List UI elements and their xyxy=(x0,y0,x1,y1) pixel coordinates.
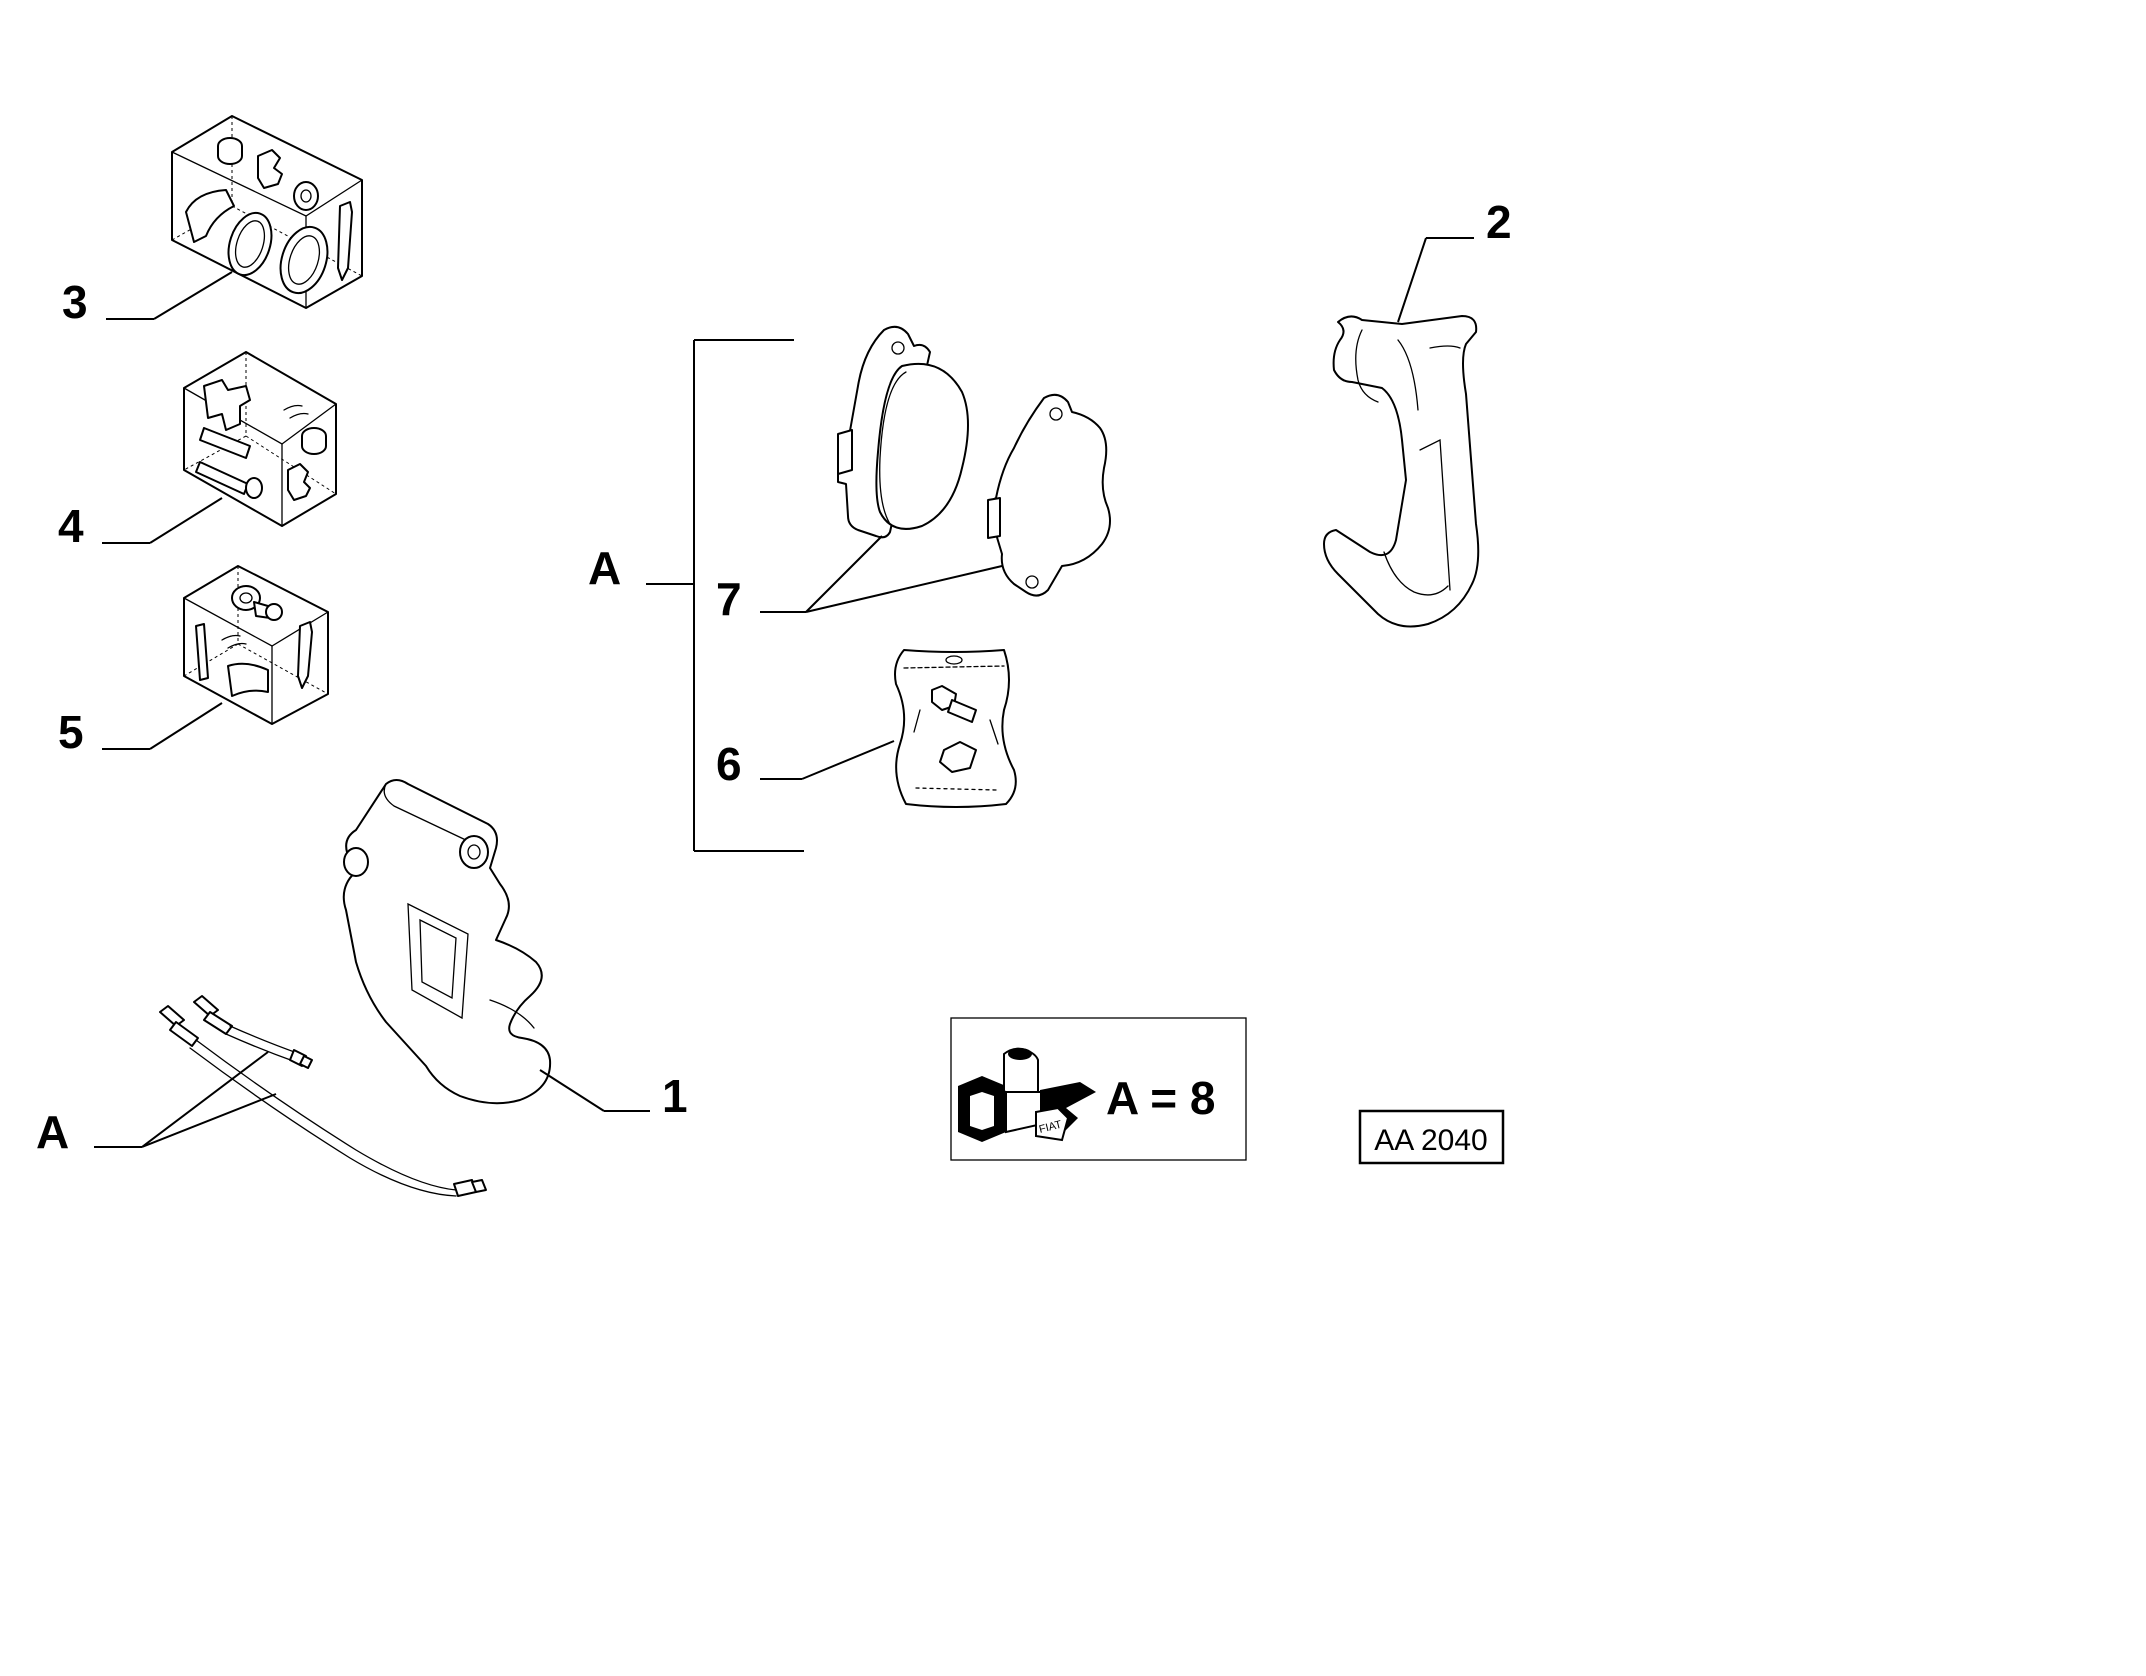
box-brand-text: FIAT xyxy=(1038,1119,1064,1136)
label-part-2: 2 xyxy=(1486,196,1512,248)
legend-box: FIAT A = 8 xyxy=(950,1017,1247,1161)
label-part-5: 5 xyxy=(58,706,84,758)
repair-kit-box-icon xyxy=(183,565,329,725)
label-group-a-hoses: A xyxy=(36,1106,69,1158)
label-part-3: 3 xyxy=(62,276,88,328)
label-part-7: 7 xyxy=(716,573,742,625)
label-part-6: 6 xyxy=(716,738,742,790)
legend-text: A = 8 xyxy=(1106,1072,1216,1124)
brake-pad-pair-icon xyxy=(837,325,1111,597)
group-a-bracket xyxy=(646,339,804,852)
caliper-body-icon xyxy=(342,779,552,1105)
drawing-code-box: AA 2040 xyxy=(1358,1109,1505,1165)
spare-parts-box-icon: FIAT xyxy=(958,1047,1096,1142)
brake-hoses-icon xyxy=(159,995,487,1197)
hardware-bag-icon xyxy=(894,649,1017,808)
label-part-4: 4 xyxy=(58,500,84,552)
drawing-code: AA 2040 xyxy=(1374,1124,1487,1157)
seal-kit-box-icon xyxy=(171,115,363,309)
label-group-a-bracket: A xyxy=(588,542,621,594)
caliper-bracket-icon xyxy=(1323,315,1480,628)
parts-diagram: 3 4 5 xyxy=(36,115,1512,1197)
bolt-kit-box-icon xyxy=(183,351,337,527)
label-part-1: 1 xyxy=(662,1070,688,1122)
